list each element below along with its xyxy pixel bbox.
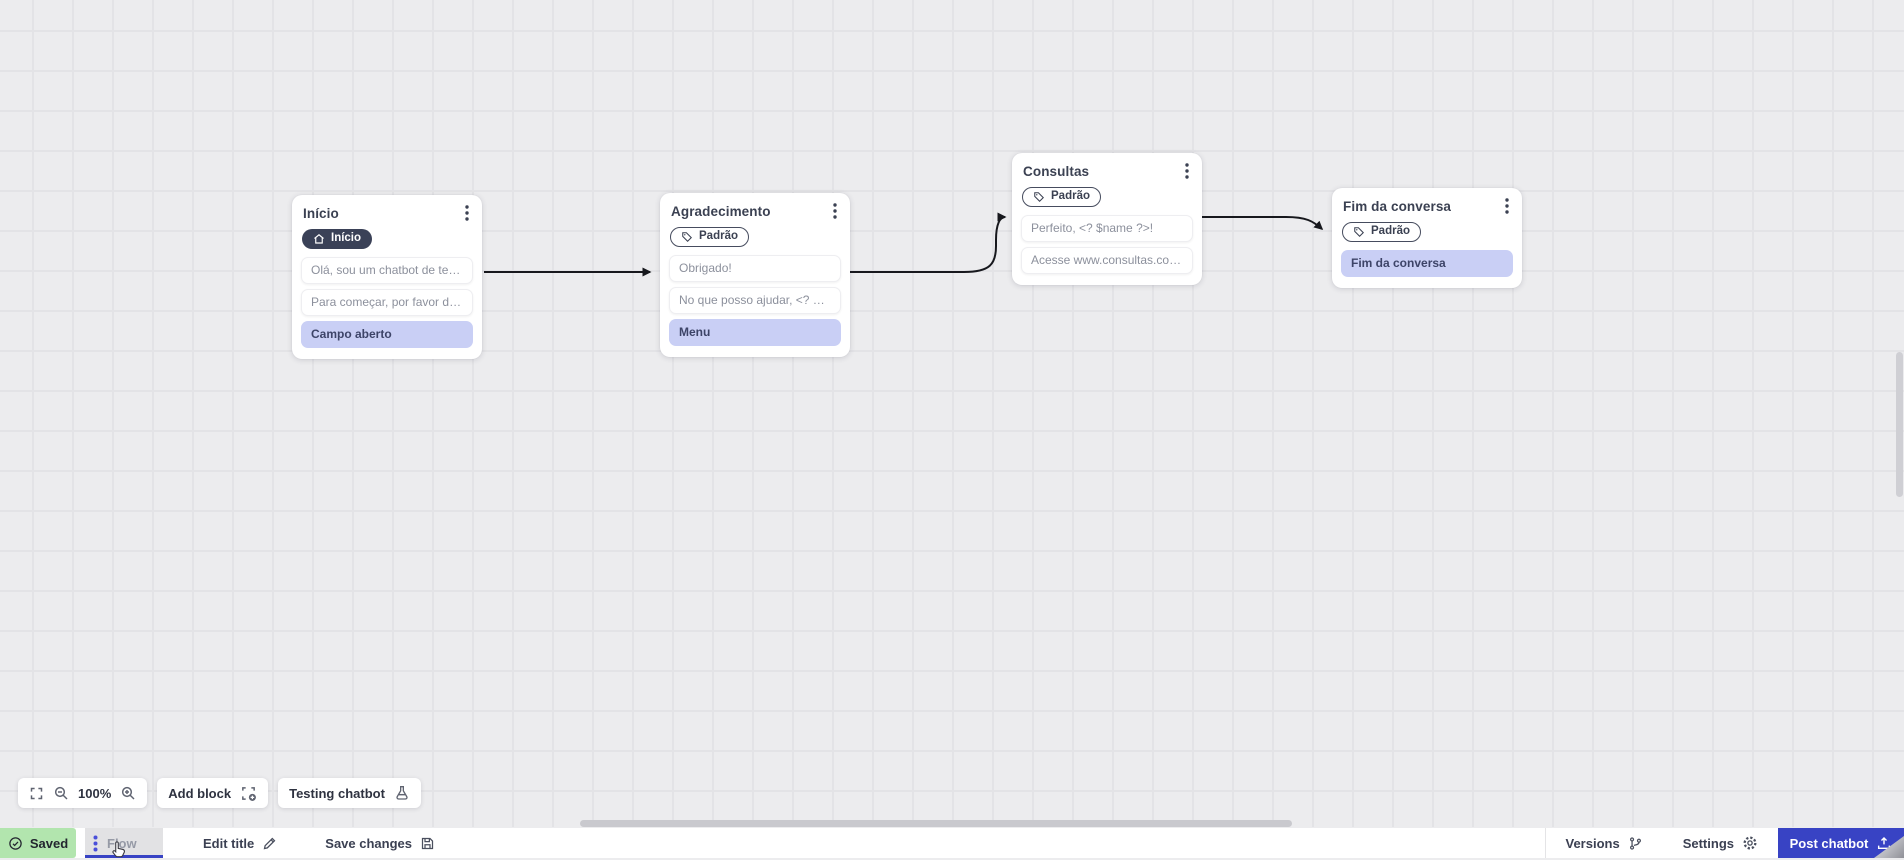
pencil-icon	[262, 836, 277, 851]
node-badge-label: Padrão	[1371, 226, 1410, 238]
settings-button[interactable]: Settings	[1663, 828, 1778, 858]
node-kebab-menu-icon[interactable]	[831, 203, 839, 219]
versions-button[interactable]: Versions	[1546, 828, 1663, 858]
node-item-action[interactable]: Menu	[669, 319, 841, 346]
tag-icon	[681, 231, 693, 243]
node-item-message[interactable]: No que posso ajudar, <? $name ...	[669, 287, 841, 314]
git-branch-icon	[1628, 836, 1643, 851]
node-item-message[interactable]: Olá, sou um chatbot de teste!	[301, 257, 473, 284]
node-badge: Início	[302, 229, 372, 249]
tag-icon	[1033, 191, 1045, 203]
save-changes-button[interactable]: Save changes	[317, 828, 443, 858]
settings-label: Settings	[1683, 836, 1734, 851]
add-block-button[interactable]: Add block	[157, 778, 268, 808]
node-badge: Padrão	[1022, 187, 1101, 207]
post-chatbot-button[interactable]: Post chatbot	[1778, 828, 1904, 858]
node-title: Agradecimento	[671, 204, 771, 219]
flask-icon	[394, 785, 410, 801]
node-item-message[interactable]: Obrigado!	[669, 255, 841, 282]
testing-chatbot-label: Testing chatbot	[289, 786, 385, 801]
node-badge: Padrão	[670, 227, 749, 247]
edit-title-button[interactable]: Edit title	[195, 828, 285, 858]
check-circle-icon	[8, 836, 23, 851]
vertical-scrollbar[interactable]	[1896, 352, 1903, 497]
node-item-message[interactable]: Para começar, por favor digite o ...	[301, 289, 473, 316]
upload-icon	[1876, 835, 1892, 851]
tag-icon	[1353, 226, 1365, 238]
testing-chatbot-button[interactable]: Testing chatbot	[278, 778, 421, 808]
versions-label: Versions	[1566, 836, 1620, 851]
save-changes-label: Save changes	[325, 836, 412, 851]
gear-icon	[1742, 835, 1758, 851]
add-block-icon	[240, 785, 257, 802]
node-title: Fim da conversa	[1343, 199, 1451, 214]
flow-menu-kebab-icon[interactable]	[93, 835, 98, 852]
zoom-controls: 100%	[18, 778, 147, 808]
zoom-level: 100%	[78, 786, 111, 801]
node-item-action[interactable]: Fim da conversa	[1341, 250, 1513, 277]
node-badge-label: Padrão	[1051, 191, 1090, 203]
node-kebab-menu-icon[interactable]	[1503, 198, 1511, 214]
saved-status-badge: Saved	[0, 828, 76, 858]
save-icon	[420, 836, 435, 851]
node-badge-label: Início	[331, 233, 361, 245]
bottom-bar: Saved Flow Edit title Save changes Versi…	[0, 827, 1904, 858]
edge-consultas-to-fim-da-conversa	[1200, 217, 1322, 229]
node-item-message[interactable]: Acesse www.consultas.com par...	[1021, 247, 1193, 274]
bottom-bar-right: Versions Settings Post chatbot	[1545, 828, 1904, 858]
node-kebab-menu-icon[interactable]	[1183, 163, 1191, 179]
home-icon	[313, 233, 325, 245]
node-item-action[interactable]: Campo aberto	[301, 321, 473, 348]
post-chatbot-label: Post chatbot	[1790, 836, 1869, 851]
node-kebab-menu-icon[interactable]	[463, 205, 471, 221]
horizontal-scrollbar[interactable]	[580, 820, 1292, 827]
edit-title-label: Edit title	[203, 836, 254, 851]
fit-screen-icon[interactable]	[29, 786, 44, 801]
node-badge: Padrão	[1342, 222, 1421, 242]
flow-tab-label: Flow	[107, 836, 137, 851]
node-item-message[interactable]: Perfeito, <? $name ?>!	[1021, 215, 1193, 242]
saved-label: Saved	[30, 836, 68, 851]
zoom-out-icon[interactable]	[53, 785, 69, 801]
edge-agradecimento-to-consultas	[850, 217, 1005, 272]
node-badge-label: Padrão	[699, 231, 738, 243]
canvas-toolbar: 100% Add block Testing chatbot	[18, 778, 421, 808]
node-title: Início	[303, 206, 339, 221]
tab-flow[interactable]: Flow	[85, 828, 163, 858]
zoom-in-icon[interactable]	[120, 785, 136, 801]
node-title: Consultas	[1023, 164, 1089, 179]
add-block-label: Add block	[168, 786, 231, 801]
